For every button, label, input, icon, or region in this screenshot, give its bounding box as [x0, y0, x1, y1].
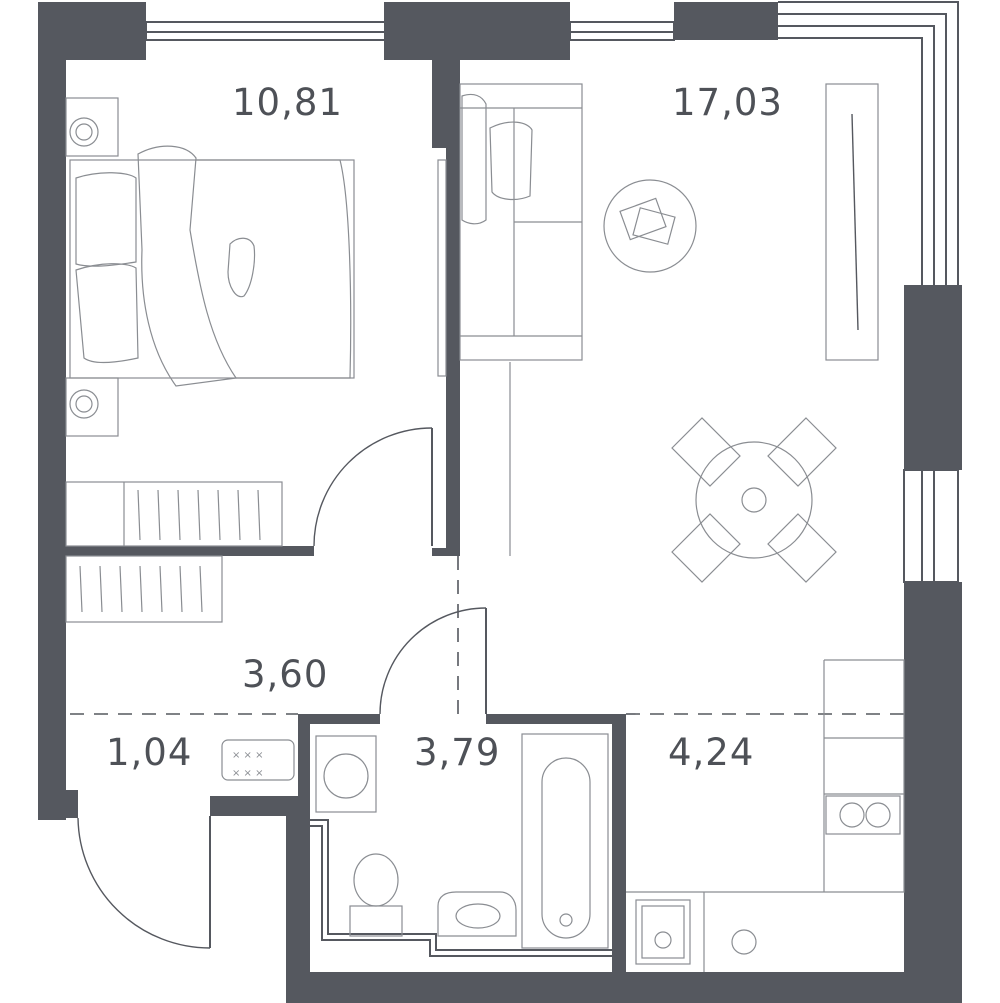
dining-table: [671, 417, 837, 583]
shoe-rack: × × × × × ×: [221, 739, 295, 781]
washing-machine: [315, 735, 377, 813]
bathroom-door: [379, 607, 487, 715]
bedside-table-top: [65, 97, 119, 157]
bedroom-door: [313, 427, 433, 547]
area-label-hall: 3,60: [242, 653, 328, 696]
entrance-door: [77, 816, 211, 949]
kitchen-sink: [731, 929, 757, 955]
kitchen-counter: [626, 659, 905, 972]
fridge: [635, 899, 691, 965]
hob: [825, 795, 901, 835]
walls: [38, 2, 962, 1003]
window-top-right-corner: [778, 1, 959, 285]
coffee-table: [603, 179, 697, 273]
bedroom-tv: [437, 159, 447, 377]
area-label-living: 17,03: [672, 81, 783, 124]
bedside-table-bottom: [65, 377, 119, 437]
sink: [437, 891, 517, 937]
bedroom-wardrobe: [65, 481, 283, 547]
area-label-bathroom: 3,79: [414, 731, 500, 774]
bath-inner-wall-2: [310, 819, 612, 951]
double-bed: [69, 145, 355, 387]
bath-inner-wall: [310, 825, 612, 957]
area-label-kitchen: 4,24: [668, 731, 754, 774]
area-label-bedroom: 10,81: [232, 81, 343, 124]
sofa: [459, 83, 583, 361]
svg-text:× × ×: × × ×: [232, 768, 264, 779]
tv-cabinet: [825, 83, 879, 361]
bathtub: [521, 733, 609, 949]
window-right-lower: [903, 469, 959, 583]
window-top-left: [145, 21, 387, 41]
svg-text:× × ×: × × ×: [232, 750, 264, 761]
area-label-entrance: 1,04: [106, 731, 192, 774]
toilet: [349, 853, 403, 937]
hall-wardrobe: [65, 555, 223, 623]
window-top-middle: [569, 21, 675, 41]
